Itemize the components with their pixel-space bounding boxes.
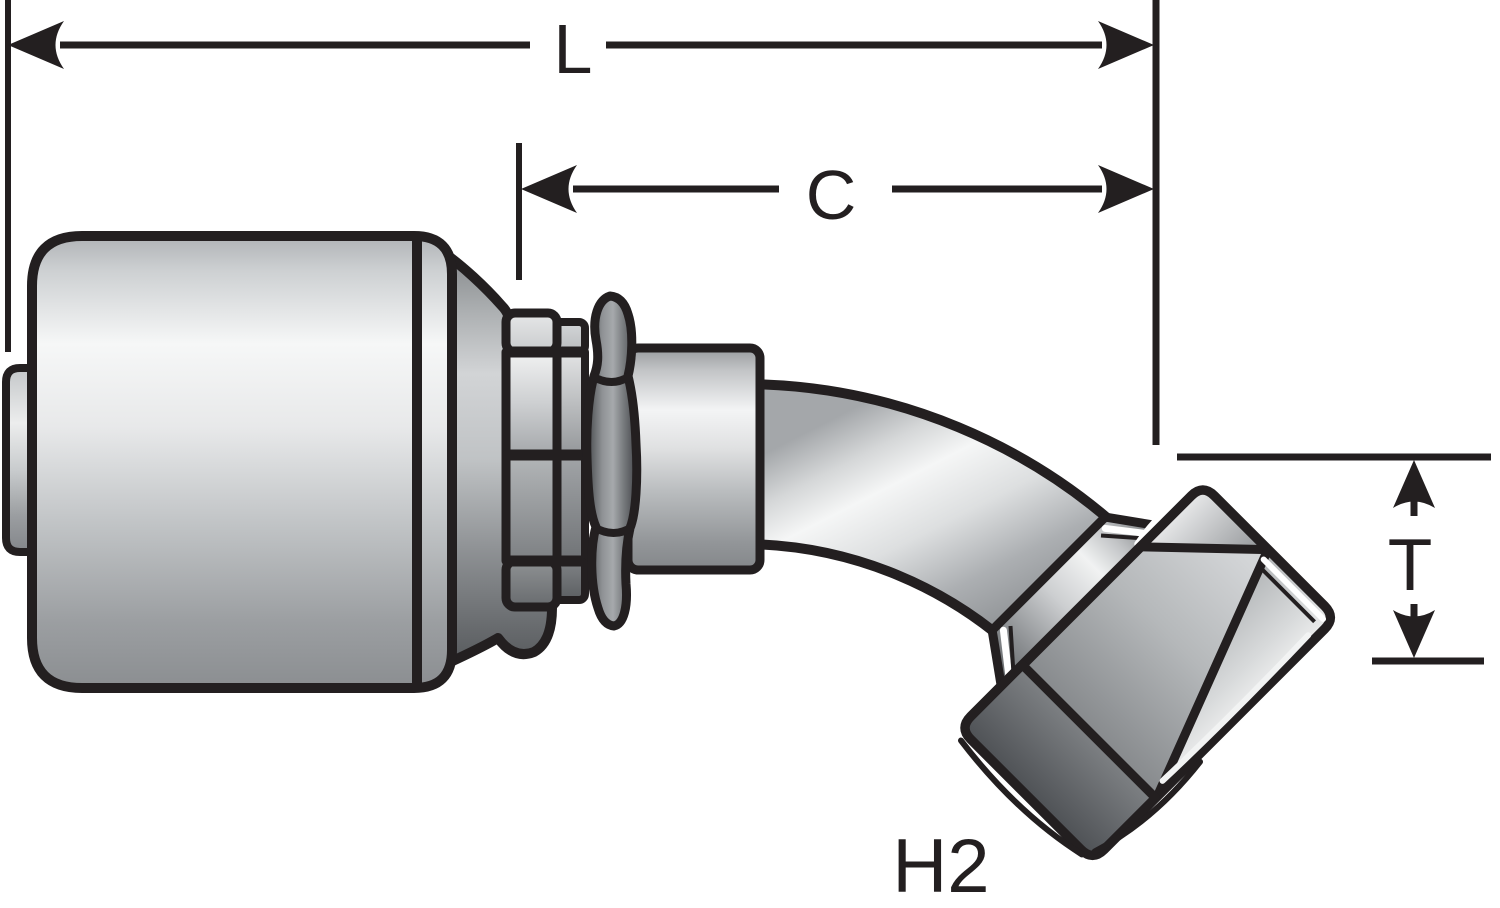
nut-front-edge-crescent xyxy=(1091,758,1204,855)
nut-back-highlight xyxy=(1134,489,1193,548)
dim-C-arrow-left xyxy=(521,165,577,213)
dim-T-arrow-down xyxy=(1393,610,1435,658)
dim-label-T: T xyxy=(1388,525,1433,606)
dim-label-L: L xyxy=(554,10,593,88)
collar-band-front xyxy=(501,308,562,612)
crimp-shell xyxy=(27,231,457,693)
swivel-nut-group xyxy=(958,485,1336,861)
nut-top-edge-highlight xyxy=(1260,556,1327,622)
flare-highlight-bottom-line xyxy=(1008,625,1016,672)
dim-T xyxy=(1393,460,1435,658)
nut-end-highlight xyxy=(1159,632,1312,784)
swivel-nut-upper-facet xyxy=(1136,485,1273,555)
swivel-nut-lower-facet xyxy=(960,660,1160,860)
dim-C xyxy=(521,165,1154,213)
flare-highlight-top-line xyxy=(1100,533,1144,541)
collar-facet-lines xyxy=(506,346,583,567)
dim-label-C: C xyxy=(806,156,857,234)
fitting-illustration xyxy=(2,231,1336,861)
dimension-graphics xyxy=(5,0,1491,665)
hex-nut-edge xyxy=(582,291,642,631)
dim-T-arrow-up xyxy=(1393,460,1435,508)
nut-bottom-edge-crescent xyxy=(958,737,1085,858)
hex-nut-edge-facet-lower xyxy=(591,523,635,537)
part-label-H2: H2 xyxy=(892,824,989,908)
dim-L xyxy=(8,21,1154,69)
nut-boss xyxy=(623,343,765,575)
dim-C-arrow-right xyxy=(1098,165,1154,213)
nut-top-edge-inner-line xyxy=(1257,565,1316,624)
dim-L-arrow-left xyxy=(8,21,64,69)
hex-nut-edge-facet-upper xyxy=(589,372,633,386)
flare-highlight-bottom xyxy=(999,626,1013,682)
swivel-nut-end-chamfer xyxy=(1153,545,1335,801)
dim-L-arrow-right xyxy=(1098,21,1154,69)
